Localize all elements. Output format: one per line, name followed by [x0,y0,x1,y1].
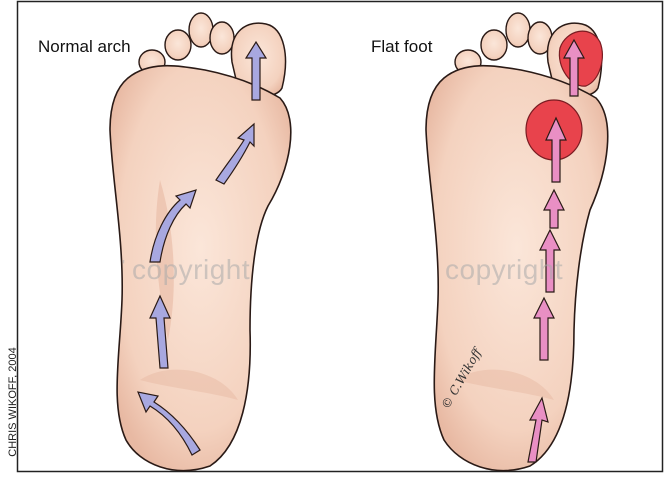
toe-4 [165,30,191,60]
normal-arch-foot [110,13,291,471]
watermark-mark: ' [122,258,125,276]
toe-2 [210,22,234,54]
toe-3 [189,13,213,47]
flat-foot-title: Flat foot [371,37,432,57]
illustration: © C.Wikoff [0,0,664,473]
watermark-right: copyright [445,254,563,286]
normal-arch-title: Normal arch [38,37,131,57]
artist-credit: CHRIS WIKOFF, 2004 [7,317,19,487]
toe-4 [481,30,507,60]
toe-3 [506,13,530,47]
watermark-left: copyright [132,254,250,286]
